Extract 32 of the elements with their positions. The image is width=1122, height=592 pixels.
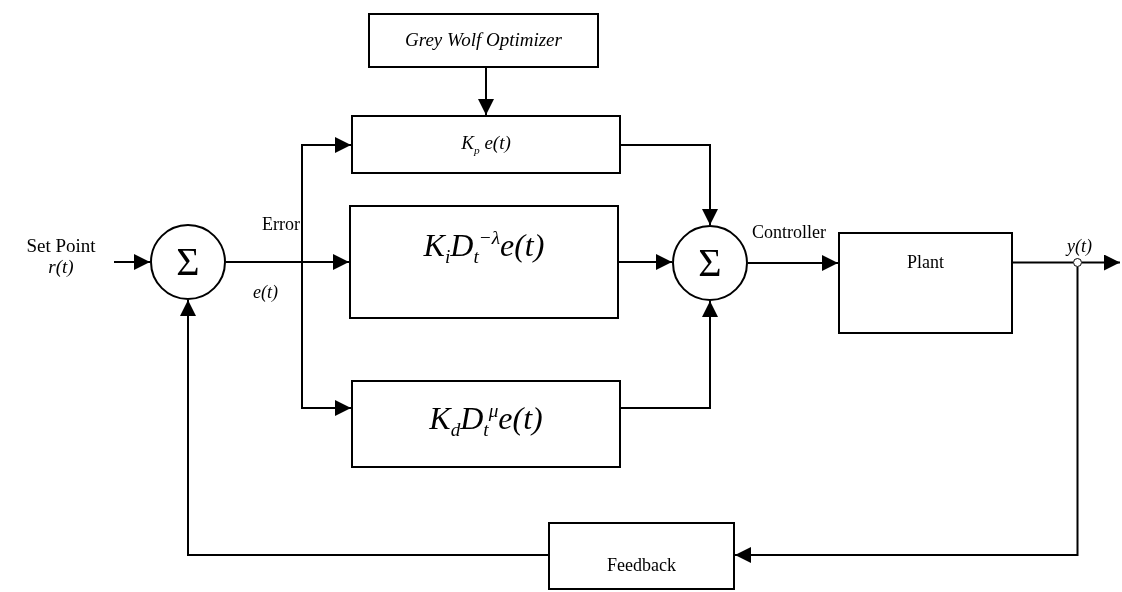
arrow (478, 67, 494, 116)
block-text: K$_{d}$D$_{t}$$^{μ}$e(t) (429, 399, 543, 441)
signal-label: r(t) (48, 257, 74, 278)
sigma-symbol: Σ (176, 240, 200, 284)
block-text: Grey Wolf Optimizer (405, 30, 562, 51)
process-box (548, 522, 735, 590)
arrow (620, 144, 718, 226)
arrow (225, 261, 352, 416)
sigma-symbol: Σ (698, 241, 722, 285)
arrow (180, 299, 549, 556)
connector-line (1012, 261, 1074, 264)
signal-label: Error (262, 214, 300, 235)
arrow (734, 266, 1079, 563)
block-text: Feedback (607, 556, 676, 576)
gain-block (351, 115, 621, 174)
process-box (838, 232, 1013, 334)
block-text: K$_{p}$ e(t) (461, 132, 511, 157)
input-label: Set Point (26, 236, 96, 257)
signal-label: y(t) (1067, 236, 1092, 257)
arrow (1081, 254, 1121, 271)
process-box (368, 13, 599, 68)
signal-label: e(t) (253, 282, 278, 303)
block-text: K$_{i}$D$_{t}$$^{−λ}$e(t) (423, 226, 545, 268)
gain-block (349, 205, 619, 319)
gain-block (351, 380, 621, 468)
arrow (747, 255, 839, 271)
junction-point (1073, 258, 1082, 267)
arrow (618, 254, 673, 270)
arrow (620, 300, 718, 409)
block-text: Plant (907, 253, 944, 273)
section-label: Controller (752, 222, 826, 243)
arrow (113, 254, 151, 270)
